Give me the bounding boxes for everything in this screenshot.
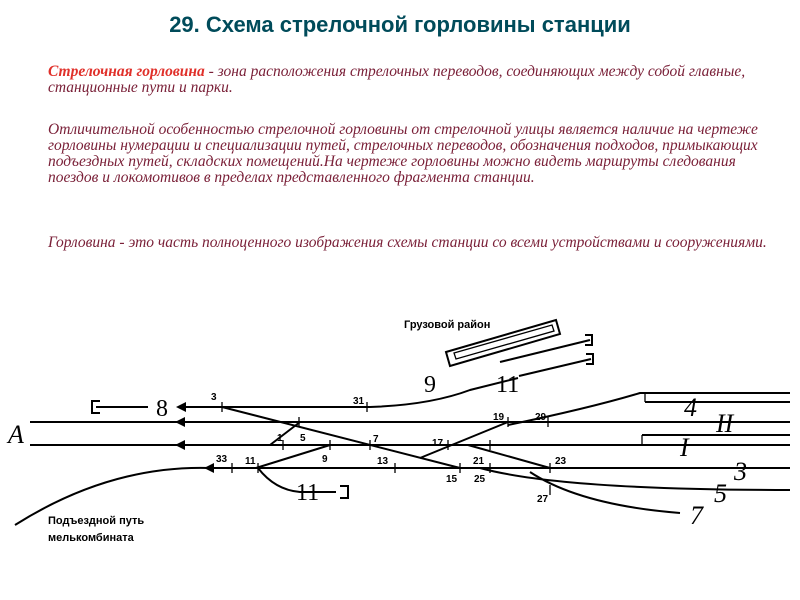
track-9 [369,377,519,408]
crossover-3-15 [221,406,461,469]
track-label-II: II [715,409,735,438]
freight-area-label: Грузовой район [404,319,490,331]
switch-label-27: 27 [537,494,549,505]
buffer-stop-freight-2 [586,353,594,365]
buffer-stop-freight-1 [585,334,593,346]
freight-track-lower [518,358,592,377]
switch-label-15: 15 [446,474,458,485]
switch-label-25: 25 [474,474,486,485]
approach-label-A: A [6,420,24,449]
track-label-3: 3 [733,457,747,486]
switch-label-9: 9 [322,454,328,465]
warehouse-symbol [444,318,562,368]
switch-label-5: 5 [300,433,306,444]
arrow-main-lower [175,440,185,450]
switch-label-13: 13 [377,456,389,467]
freight-track-upper [499,339,591,363]
slide-title: 29. Схема стрелочной горловины станции [169,12,631,37]
switch-label-7: 7 [373,434,379,445]
track-4-lead [507,392,790,426]
switch-label-1: 1 [277,433,283,444]
track-label-I: I [679,433,690,462]
track-label-9: 9 [424,372,436,398]
signal-ticks [221,402,551,495]
switch-label-21: 21 [473,456,485,467]
switch-label-29: 29 [535,412,547,423]
definition-term: Стрелочная горловина [48,63,205,80]
track-label-5: 5 [714,479,727,508]
buffer-stop-track-11 [340,485,349,499]
switch-label-17: 17 [432,438,444,449]
switch-label-33: 33 [216,454,228,465]
crossover-1-5 [269,421,301,446]
definition-text: - зона расположения стрелочных переводов… [48,63,746,96]
track-label-11-lower: 11 [296,480,319,506]
switch-label-19: 19 [493,412,505,423]
track-label-8: 8 [156,396,168,422]
switch-label-23: 23 [555,456,567,467]
track-label-11-freight: 11 [496,372,519,398]
crossover-17-19 [419,421,509,459]
switch-label-3: 3 [211,392,217,403]
switch-label-31: 31 [353,396,365,407]
siding-label-line1: Подъездной путь [48,515,144,527]
arrow-track-8 [176,402,186,412]
track-11-lower [257,467,336,493]
track-label-4: 4 [684,393,697,422]
mill-siding-track [14,466,211,526]
track-7 [529,471,681,514]
arrow-track-33 [204,463,214,473]
arrow-main-upper [175,417,185,427]
station-throat-diagram: Грузовой район 8 9 11 A 4 II I 3 5 7 11 [6,318,791,544]
crossover-11-9 [255,444,331,469]
switch-label-11: 11 [245,456,256,467]
crossover-21-23 [467,444,551,469]
siding-label-line2: мелькомбината [48,532,135,544]
definition-paragraph: Стрелочная горловина - зона расположения… [48,64,768,96]
features-paragraph: Отличительной особенностью стрелочной го… [48,121,758,186]
buffer-stop-track-8 [91,400,100,414]
track-label-7: 7 [690,501,704,530]
summary-paragraph: Горловина - это часть полноценного изобр… [48,234,767,251]
track-5 [479,467,791,491]
